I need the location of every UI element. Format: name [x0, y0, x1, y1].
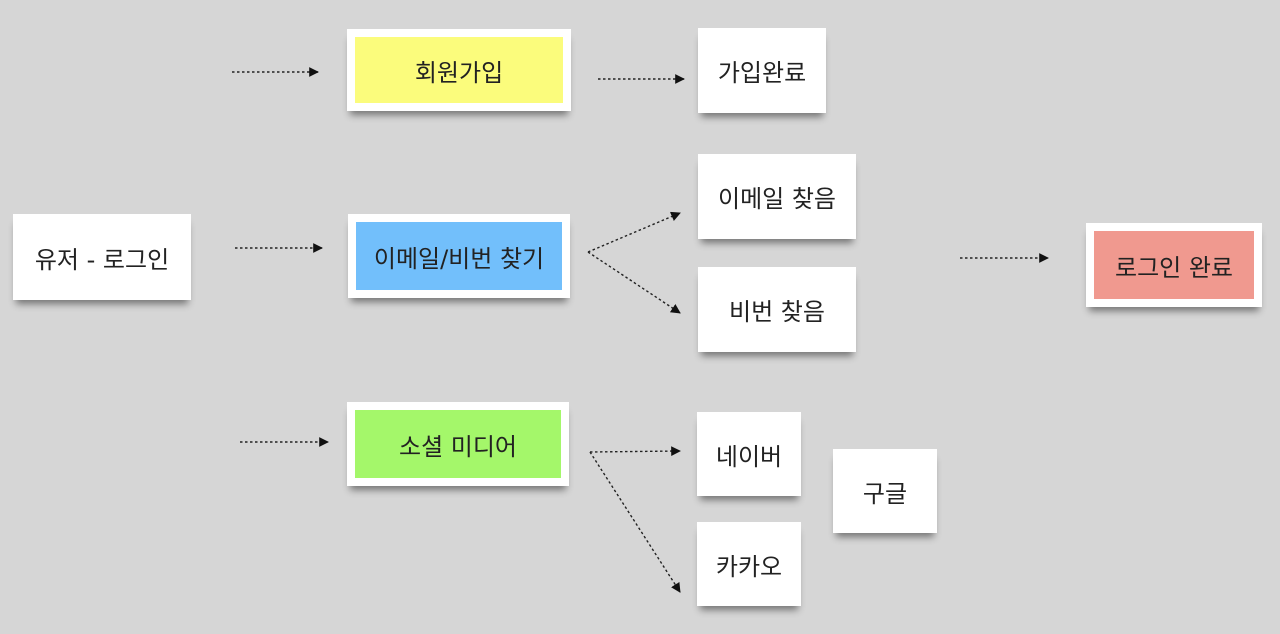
node-login-done-fill: 로그인 완료: [1094, 231, 1254, 299]
node-signup-done-label: 가입완료: [717, 59, 807, 87]
node-naver: 네이버: [697, 412, 801, 496]
node-social-media-fill: 소셜 미디어: [355, 410, 561, 478]
node-signup: 회원가입: [347, 29, 571, 111]
node-find-email-pw-label: 이메일/비번 찾기: [373, 244, 545, 273]
node-google-label: 구글: [862, 479, 908, 508]
edge-to-pw-found: [587, 251, 681, 314]
node-user-login-label: 유저 - 로그인: [34, 245, 170, 274]
node-kakao-label: 카카오: [715, 552, 783, 581]
node-signup-fill: 회원가입: [355, 37, 563, 103]
node-signup-label: 회원가입: [414, 58, 504, 87]
node-kakao: 카카오: [697, 522, 801, 606]
edge-to-email-found: [587, 211, 681, 253]
node-social-media: 소셜 미디어: [347, 402, 569, 486]
node-google: 구글: [833, 449, 937, 533]
node-login-done: 로그인 완료: [1086, 223, 1262, 307]
node-naver-label: 네이버: [715, 442, 783, 471]
node-find-email-pw: 이메일/비번 찾기: [348, 214, 570, 298]
edge-to-naver: [589, 446, 681, 456]
node-pw-found: 비번 찾음: [698, 267, 856, 352]
edge-to-kakao: [589, 451, 681, 593]
node-signup-done: 가입완료: [698, 28, 826, 113]
node-pw-found-label: 비번 찾음: [729, 298, 825, 326]
node-social-media-label: 소셜 미디어: [398, 432, 518, 461]
node-user-login: 유저 - 로그인: [13, 214, 191, 300]
node-email-found-label: 이메일 찾음: [717, 185, 837, 213]
node-email-found: 이메일 찾음: [698, 154, 856, 239]
node-login-done-label: 로그인 완료: [1114, 253, 1234, 282]
node-find-email-pw-fill: 이메일/비번 찾기: [356, 222, 562, 290]
